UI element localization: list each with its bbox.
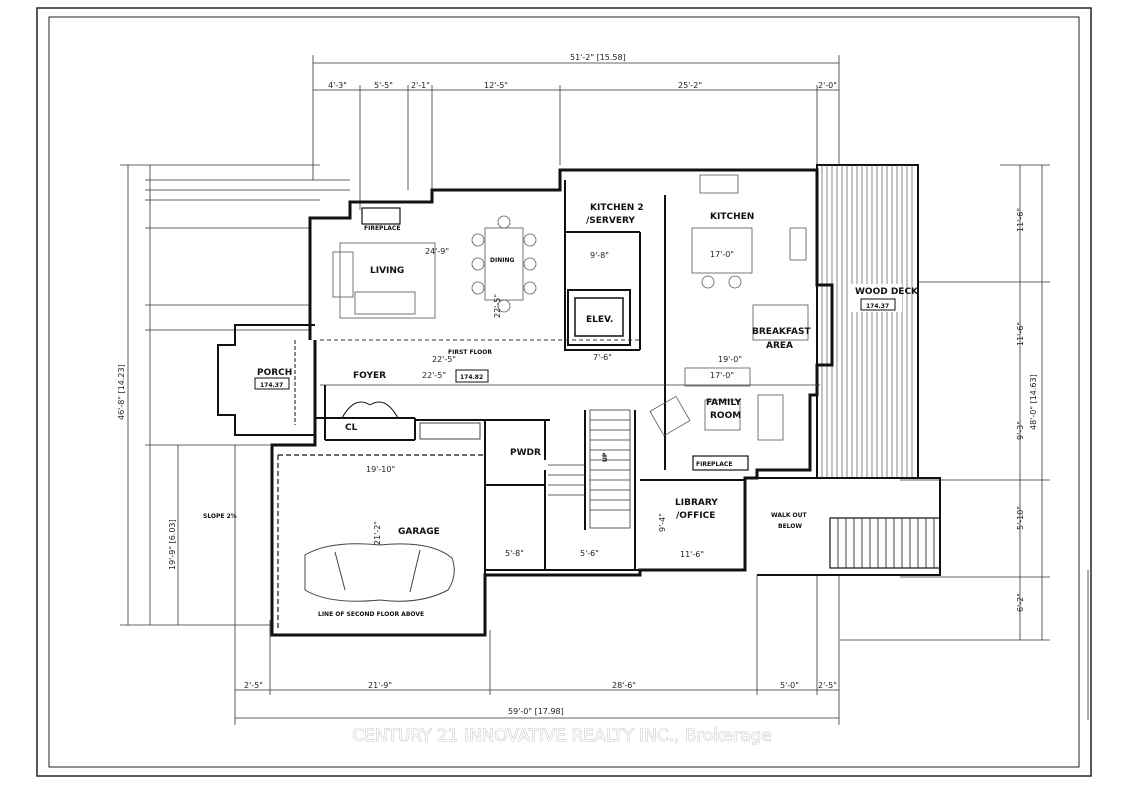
floor-elevation-box [455,369,489,383]
dim-library-d: 9'-4" [658,513,667,532]
label-servery: /SERVERY [586,216,635,226]
dim-top-6: 2'-0" [818,81,837,90]
label-foyer: FOYER [353,371,386,381]
dim-bot-2: 21'-9" [368,681,392,690]
label-kitchen2: KITCHEN 2 [590,203,644,213]
deck-elevation-box [860,298,896,311]
label-library-1: LIBRARY [675,498,718,508]
dim-right-total: 48'-0" [14.63] [1029,374,1038,430]
dim-right-9: 9'-3" [1016,421,1025,440]
garage-car [304,422,481,602]
dim-top-4: 12'-5" [484,81,508,90]
bottom-dimensions [234,445,840,725]
label-library-2: /OFFICE [676,511,715,521]
label-fireplace-family: FIREPLACE [696,461,732,468]
porch-elevation-box [254,377,290,390]
dim-pwdr: 5'-8" [505,549,524,558]
dim-bot-total: 59'-0" [17.98] [508,707,564,716]
label-kitchen: KITCHEN [710,212,754,222]
exterior-walls [270,168,834,637]
dim-bot-5: 2'-5" [818,681,837,690]
interior-walls [277,180,745,630]
floor-elevation: 174.82 [460,374,483,381]
porch-elevation: 174.37 [260,382,283,389]
label-second-floor-line: LINE OF SECOND FLOOR ABOVE [318,611,424,618]
dining-furniture [471,215,537,313]
watermark-text: CENTURY 21 INNOVATIVE REALTY INC., Broke… [352,726,772,746]
label-fireplace-living: FIREPLACE [364,225,400,232]
dim-top-5: 25'-2" [678,81,702,90]
label-family-2: ROOM [710,411,741,421]
label-family-1: FAMILY [706,398,742,408]
label-pwdr: PWDR [510,448,541,458]
right-dimension-labels: 11'-6" 11'-6" 9'-3" 5'-10" 6'-2" 48'-0" … [1016,208,1038,612]
dim-garage-w: 19'-10" [366,465,395,474]
label-breakfast-1: BREAKFAST [752,327,811,337]
dim-right-11b: 11'-6" [1016,322,1025,346]
label-slope: SLOPE 2% [203,513,237,520]
label-breakfast-2: AREA [766,341,793,351]
wood-deck [816,164,919,479]
deck-elevation: 174.37 [866,303,889,310]
dim-living: 24'-9" [425,247,449,256]
label-elevator: ELEV. [586,315,613,325]
dim-bot-3: 28'-6" [612,681,636,690]
dim-top-total: 51'-2" [15.58] [570,53,626,62]
top-dimensions [312,55,840,210]
watermark-svg: CENTURY 21 INNOVATIVE REALTY INC., Broke… [351,726,772,747]
kitchen-furniture [691,174,809,341]
watermark: CENTURY 21 INNOVATIVE REALTY INC., Broke… [0,722,1123,752]
dim-family: 17'-0" [710,371,734,380]
dim-bot-1: 2'-5" [244,681,263,690]
foyer-doors [341,401,399,419]
elevator-shaft [567,289,631,346]
label-closet: CL [345,423,358,433]
dim-elev: 7'-6" [593,353,612,362]
label-dining: DINING [490,257,514,264]
dim-hall: 9'-8" [590,251,609,260]
living-furniture [332,207,436,319]
label-walkout-2: BELOW [778,523,802,530]
label-wood-deck: WOOD DECK [855,287,919,297]
sheet-border-outer [36,7,1092,777]
label-porch: PORCH [257,368,292,378]
dim-breakfast: 19'-0" [718,355,742,364]
dim-left-garage: 19'-9" [6.03] [168,519,177,570]
label-first-floor: FIRST FLOOR [448,349,492,356]
label-walkout-1: WALK OUT [771,512,808,519]
dim-bot-4: 5'-0" [780,681,799,690]
dim-library: 11'-6" [680,550,704,559]
dim-first-floor: 22'-5" [432,355,456,364]
dim-top-3: 2'-1" [411,81,430,90]
label-living: LIVING [370,266,404,276]
dim-left-total: 46'-8" [14.23] [117,364,126,420]
left-dimension-labels: 46'-8" [14.23] 19'-9" [6.03] [117,364,177,570]
porch [217,324,315,436]
dim-stair: 5'-6" [580,549,599,558]
dim-garage-d: 21'-2" [373,521,382,545]
dim-top-1: 4'-3" [328,81,347,90]
label-garage: GARAGE [398,527,440,537]
left-dimensions [120,164,350,626]
sheet-border-inner [48,16,1080,768]
dim-right-5: 5'-10" [1016,506,1025,530]
dim-foyer: 22'-5" [422,371,446,380]
dim-right-6: 6'-2" [1016,593,1025,612]
label-up: UP [602,452,609,462]
dim-top-2: 5'-5" [374,81,393,90]
dim-kitchen: 17'-0" [710,250,734,259]
dim-right-11a: 11'-6" [1016,208,1025,232]
staircase [548,409,631,529]
dim-dining: 22'-5" [493,294,502,318]
walk-out-below [757,477,941,576]
family-furniture [649,367,784,471]
